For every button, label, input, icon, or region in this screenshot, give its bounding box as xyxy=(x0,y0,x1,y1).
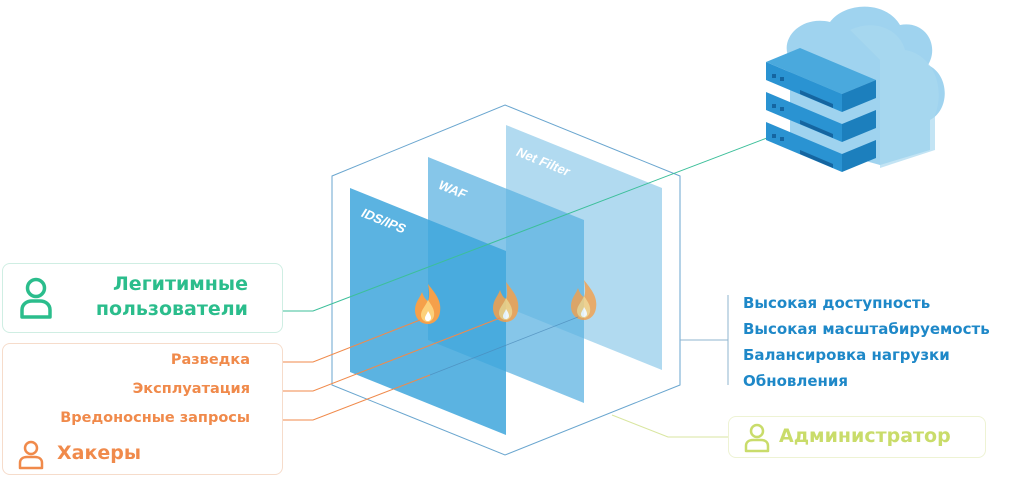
user-icon xyxy=(744,423,770,453)
legitimate-users-title: Легитимные пользователи xyxy=(96,272,248,322)
features-list: Высокая доступность Высокая масштабируем… xyxy=(743,290,990,394)
hackers-card[interactable]: Разведка Эксплуатация Вредоносные запрос… xyxy=(2,343,283,475)
user-icon xyxy=(18,440,44,470)
cloud-server-icon xyxy=(766,6,945,172)
administrator-card[interactable]: Администратор xyxy=(728,416,986,458)
feature-item: Высокая масштабируемость xyxy=(743,320,990,338)
cube-outline xyxy=(331,104,681,456)
feature-item: Обновления xyxy=(743,372,849,390)
attack-exploitation: Эксплуатация xyxy=(132,381,250,397)
feature-item: Балансировка нагрузки xyxy=(743,346,950,364)
legitimate-users-card[interactable]: Легитимные пользователи xyxy=(2,263,283,333)
feature-item: Высокая доступность xyxy=(743,294,931,312)
connector-attack-malicious-inner xyxy=(429,316,579,376)
connector-admin xyxy=(611,414,728,438)
hackers-title: Хакеры xyxy=(57,442,142,464)
attack-malicious-requests: Вредоносные запросы xyxy=(60,410,250,426)
administrator-title: Администратор xyxy=(779,425,951,447)
attack-recon: Разведка xyxy=(170,352,250,368)
connector-legit-server xyxy=(283,132,781,312)
user-icon xyxy=(20,277,52,319)
legitimate-users-line1: Легитимные xyxy=(113,273,248,295)
legitimate-users-line2: пользователи xyxy=(95,298,248,320)
